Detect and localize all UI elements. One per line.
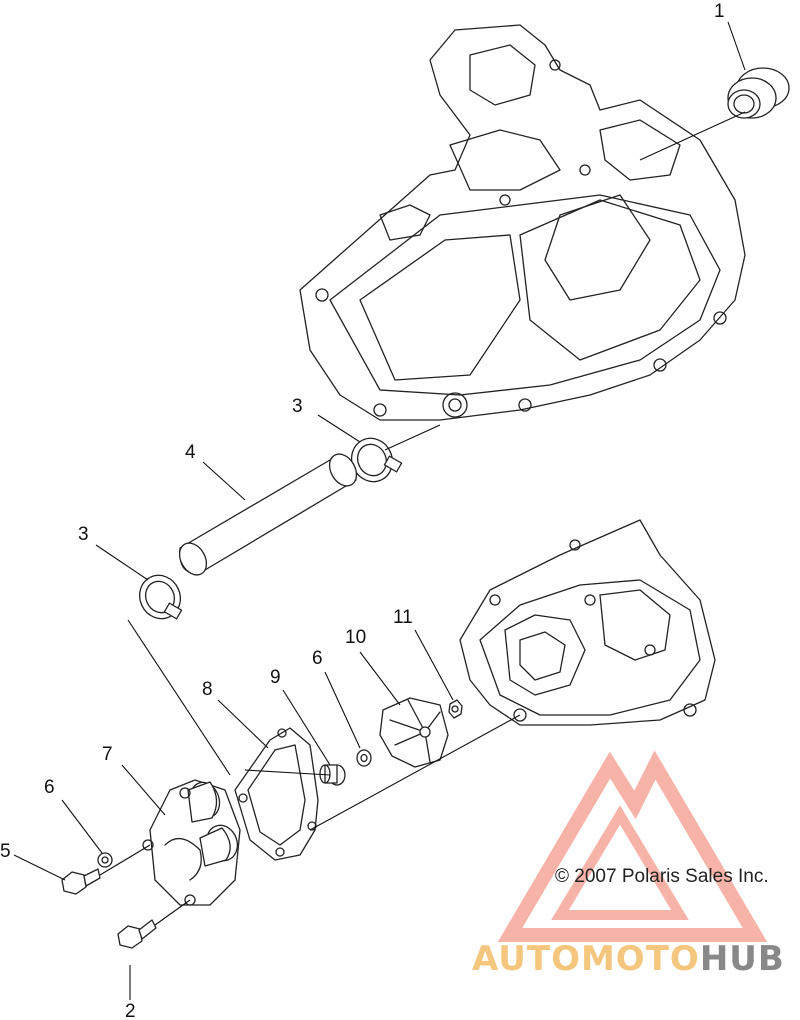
callout-9: 9 xyxy=(270,667,281,688)
part-6-washer-left xyxy=(97,852,113,868)
watermark-logo xyxy=(497,750,768,942)
part-4-coolant-hose xyxy=(178,453,358,576)
svg-text:AUTOMOTOHUB: AUTOMOTOHUB xyxy=(472,939,785,979)
callout-2: 2 xyxy=(125,1001,136,1020)
watermark-text-automoto: AUTOMOTO xyxy=(472,939,700,979)
part-6-washer-right xyxy=(356,749,372,767)
callout-8: 8 xyxy=(202,679,213,700)
part-5-bolt xyxy=(61,868,101,895)
cylinder-head-assembly xyxy=(299,24,746,421)
callout-6-left: 6 xyxy=(44,777,55,798)
callout-6-right: 6 xyxy=(312,648,323,669)
callout-3-upper: 3 xyxy=(292,396,303,417)
callout-1: 1 xyxy=(714,1,725,22)
callout-labels: 1 2 3 3 4 5 6 6 7 8 9 10 11 xyxy=(0,1,725,1020)
watermark-wordmark: AUTOMOTOHUB xyxy=(472,939,785,979)
part-11-nut xyxy=(448,699,463,719)
part-3-hose-clamp-lower xyxy=(138,574,183,620)
part-2-bolt xyxy=(117,919,157,949)
watermark-text-hub: HUB xyxy=(700,939,785,979)
callout-4: 4 xyxy=(185,442,196,463)
part-7-pump-housing xyxy=(142,779,241,906)
part-3-hose-clamp-upper xyxy=(350,437,403,483)
callout-3-lower: 3 xyxy=(78,524,89,545)
part-1-plug xyxy=(727,67,790,119)
part-10-impeller xyxy=(379,697,449,768)
leader-lines xyxy=(13,21,746,1000)
callout-10: 10 xyxy=(345,627,366,648)
callout-5: 5 xyxy=(0,841,11,862)
crankcase-assembly xyxy=(459,519,716,726)
callout-11: 11 xyxy=(393,607,413,628)
copyright-text: © 2007 Polaris Sales Inc. xyxy=(555,866,769,887)
part-8-gasket xyxy=(234,727,319,861)
callout-7: 7 xyxy=(102,744,113,765)
